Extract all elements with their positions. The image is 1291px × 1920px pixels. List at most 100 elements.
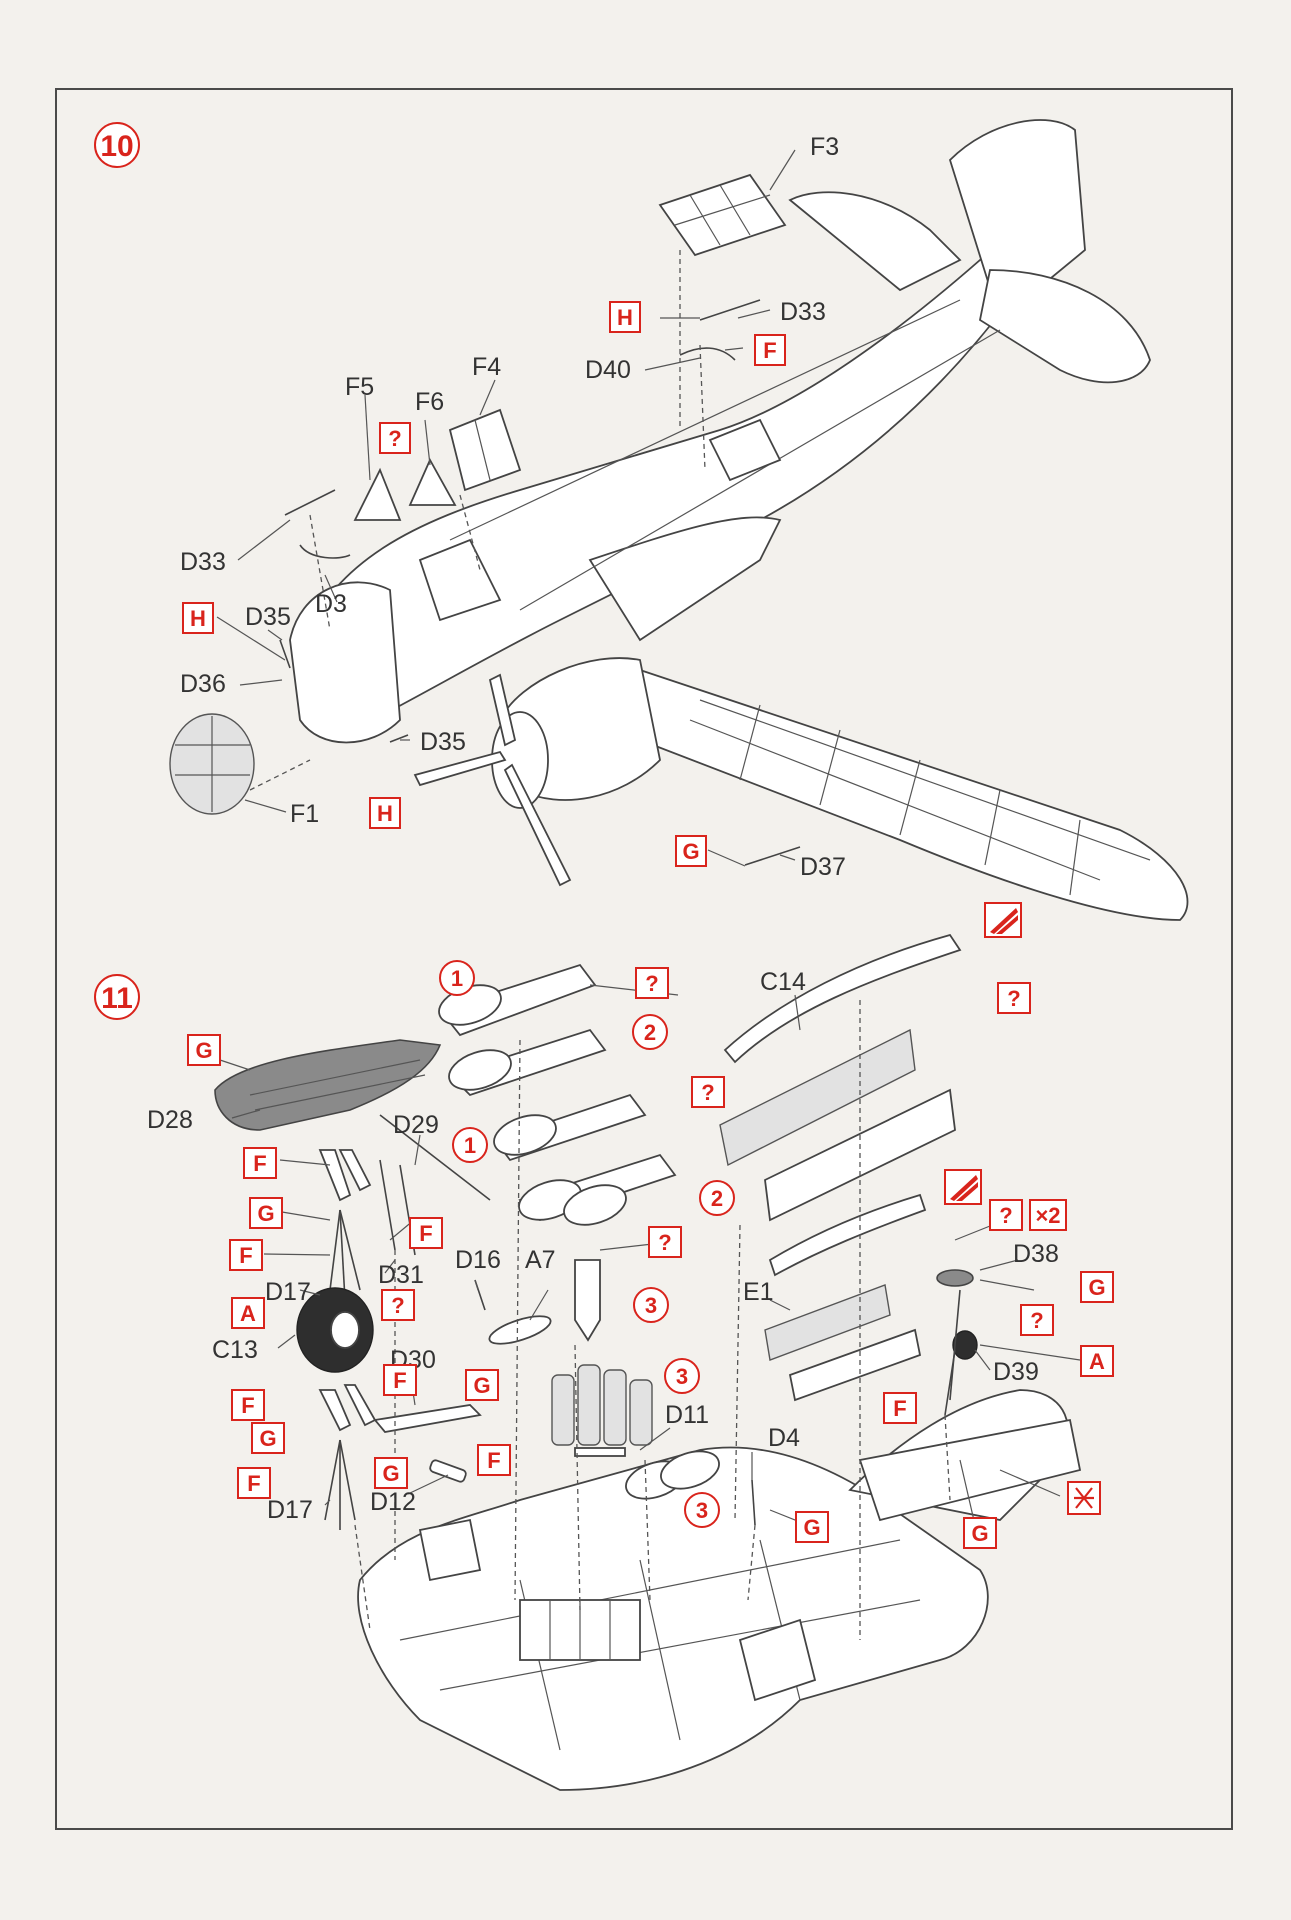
part-label: D35	[420, 728, 466, 756]
color-code-box: ?	[1020, 1304, 1054, 1336]
svg-text:3: 3	[676, 1364, 688, 1389]
quantity-multiplier: ×2	[1029, 1199, 1067, 1231]
color-code-box: G	[249, 1197, 283, 1229]
color-code-box: G	[374, 1457, 408, 1489]
svg-text:3: 3	[645, 1293, 657, 1318]
svg-text:G: G	[382, 1461, 399, 1486]
svg-text:?: ?	[1007, 986, 1020, 1011]
svg-text:F: F	[393, 1368, 406, 1393]
svg-text:?: ?	[701, 1080, 714, 1105]
tail-wheel	[952, 1330, 978, 1360]
svg-text:A: A	[1089, 1349, 1105, 1374]
step-10: 10	[94, 119, 1189, 921]
svg-text:1: 1	[464, 1133, 476, 1158]
part-label: C13	[212, 1336, 258, 1364]
color-code-box: A	[231, 1297, 265, 1329]
part-label: D29	[393, 1111, 439, 1139]
color-code-box: F	[231, 1389, 265, 1421]
color-code-box: H	[182, 602, 214, 634]
svg-text:2: 2	[711, 1186, 723, 1211]
part-label: F5	[345, 373, 374, 401]
svg-text:H: H	[377, 801, 393, 826]
aircraft-underside	[357, 1389, 1082, 1791]
part-label: D4	[768, 1424, 800, 1452]
color-code-box: G	[963, 1517, 997, 1549]
color-code-box: G	[675, 835, 707, 867]
part-label: F4	[472, 353, 501, 381]
bomb-cluster	[551, 1364, 653, 1457]
paint-stripe-icon	[944, 1169, 982, 1205]
part-label: D3	[315, 590, 347, 618]
paint-stripe-icon	[984, 902, 1022, 938]
bomb-position-marker: 2	[632, 1014, 668, 1050]
part-label: D17	[265, 1278, 311, 1306]
color-code-box: H	[609, 301, 641, 333]
color-code-box: H	[369, 797, 401, 829]
part-label: D31	[378, 1261, 424, 1289]
step-number-circle	[94, 122, 140, 168]
color-code-box: ?	[648, 1226, 682, 1258]
bomb-position-marker: 3	[633, 1287, 669, 1323]
color-code-box: A	[1080, 1345, 1114, 1377]
color-code-box: ?	[989, 1199, 1023, 1231]
svg-text:G: G	[682, 839, 699, 864]
svg-text:?: ?	[645, 971, 658, 996]
svg-text:A: A	[240, 1301, 256, 1326]
part-label: D12	[370, 1488, 416, 1516]
step-number: 10	[100, 130, 133, 163]
svg-text:G: G	[1088, 1275, 1105, 1300]
part-label: E1	[743, 1278, 774, 1306]
svg-text:F: F	[253, 1151, 266, 1176]
bomb-position-marker: 1	[439, 960, 475, 996]
svg-text:F: F	[487, 1448, 500, 1473]
step-number: 11	[101, 982, 133, 1015]
svg-text:G: G	[803, 1515, 820, 1540]
loose-parts-step-10	[169, 173, 801, 866]
part-label: D17	[267, 1496, 313, 1524]
part-label: D35	[245, 603, 291, 631]
step-number-circle	[94, 974, 140, 1020]
svg-text:G: G	[971, 1521, 988, 1546]
color-code-box: G	[795, 1511, 829, 1543]
svg-text:2: 2	[644, 1020, 656, 1045]
color-code-box: F	[477, 1444, 511, 1476]
color-code-box: G	[465, 1369, 499, 1401]
color-code-box: F	[754, 334, 786, 366]
svg-text:3: 3	[696, 1498, 708, 1523]
svg-text:H: H	[617, 305, 633, 330]
svg-text:G: G	[195, 1038, 212, 1063]
part-label: D16	[455, 1246, 501, 1274]
color-code-box: G	[251, 1422, 285, 1454]
color-code-box: F	[237, 1467, 271, 1499]
color-code-box: ?	[381, 1289, 415, 1321]
svg-text:F: F	[419, 1221, 432, 1246]
part-label: C14	[760, 968, 806, 996]
color-code-box: F	[883, 1392, 917, 1424]
color-code-box: G	[187, 1034, 221, 1066]
svg-text:F: F	[893, 1396, 906, 1421]
svg-text:?: ?	[388, 426, 401, 451]
color-code-box: ?	[691, 1076, 725, 1108]
svg-text:H: H	[190, 606, 206, 631]
color-code-box: G	[1080, 1271, 1114, 1303]
svg-text:?: ?	[1030, 1308, 1043, 1333]
svg-text:×2: ×2	[1035, 1203, 1060, 1228]
part-label: D11	[665, 1401, 709, 1429]
svg-text:?: ?	[658, 1230, 671, 1255]
bomb-position-marker: 3	[664, 1358, 700, 1394]
part-label: D38	[1013, 1240, 1059, 1268]
bomb-position-marker: 3	[684, 1492, 720, 1528]
svg-text:F: F	[247, 1471, 260, 1496]
step-11: 11	[94, 902, 1114, 1791]
part-label: D40	[585, 356, 631, 384]
part-label: D39	[993, 1358, 1039, 1386]
color-code-box: F	[229, 1239, 263, 1271]
svg-text:F: F	[241, 1393, 254, 1418]
part-label: D37	[800, 853, 846, 881]
part-label: A7	[525, 1246, 556, 1274]
svg-text:G: G	[259, 1426, 276, 1451]
color-code-box: ?	[635, 967, 669, 999]
part-label: D33	[180, 548, 226, 576]
gear-door-panel	[214, 1039, 442, 1131]
